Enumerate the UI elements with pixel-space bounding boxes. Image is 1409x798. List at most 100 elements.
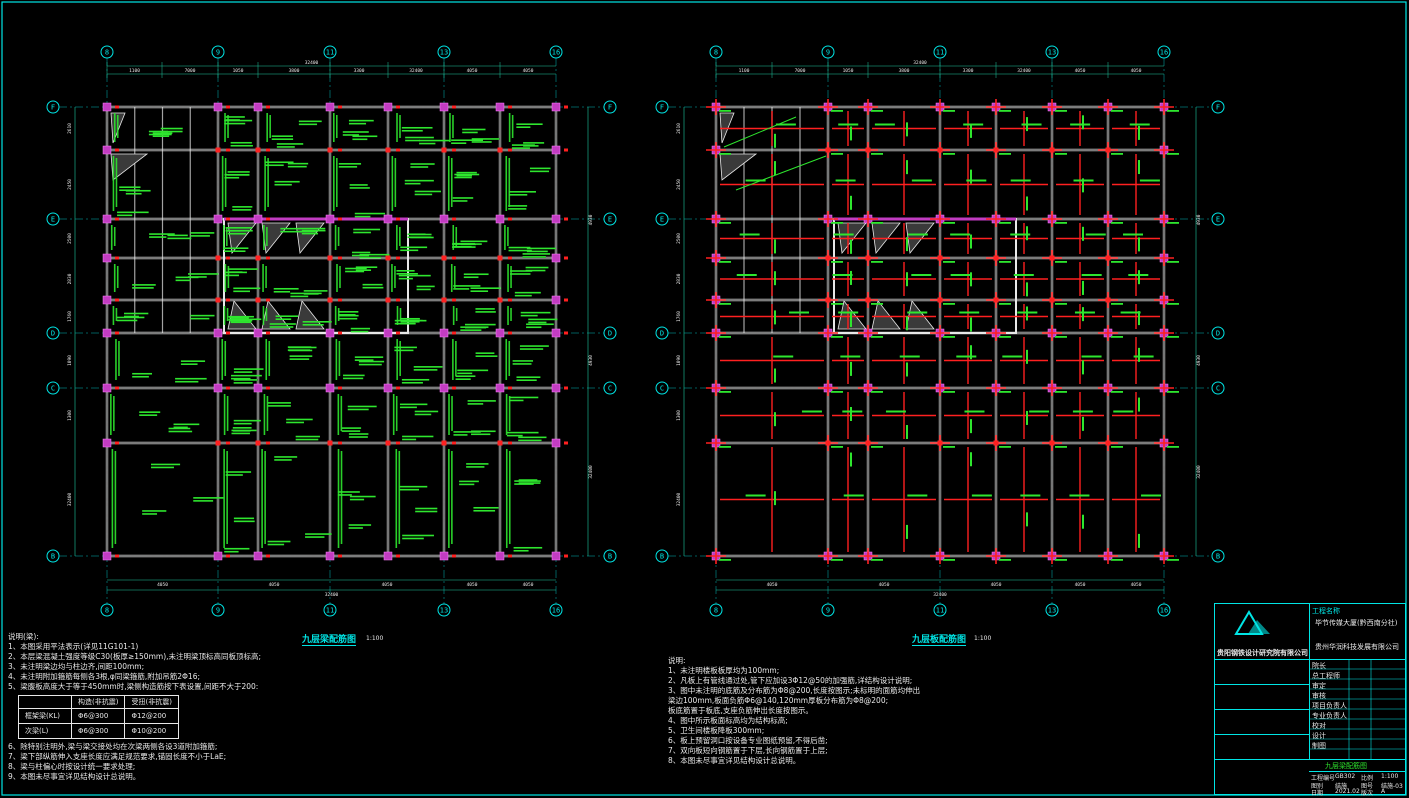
beam-annotation: [525, 269, 546, 272]
support-mark: [452, 386, 456, 390]
rebar-tag: [745, 179, 766, 182]
rebar-tag: [774, 310, 776, 325]
axis-label: B: [660, 553, 664, 561]
meta-area: 工程编号 GB302 比例 1:100 图别 结施 图号 结施-03 日期 20…: [1309, 771, 1405, 797]
note-line: 梁边100mm,板面负筋Φ6@140,120mm厚板分布筋为Φ8@200;: [668, 696, 889, 705]
beam-annotation: [345, 270, 365, 273]
support-mark: [226, 386, 230, 390]
beam-annotation: [514, 291, 541, 294]
beam-annotation: [508, 191, 536, 193]
project-area: 工程名称 毕节传媒大厦(黔西南分社) 贵州华润科技发展有限公司: [1309, 604, 1405, 660]
dimension-text: 3300: [354, 68, 365, 74]
column-small: [441, 255, 447, 261]
axis-label: 11: [326, 49, 334, 57]
rebar-tag: [907, 233, 928, 236]
rebar-tag: [831, 110, 843, 112]
beam-annotation: [233, 382, 253, 384]
beam-annotation: [338, 311, 359, 313]
beam-annotation: [513, 549, 529, 552]
support-mark: [338, 331, 342, 335]
column-small: [255, 255, 261, 261]
beam-annotation: [148, 130, 168, 133]
beam-annotation: [274, 459, 292, 461]
beam-annotation: [508, 205, 528, 207]
rebar-tag: [943, 153, 955, 155]
beam-annotation: [352, 135, 378, 138]
support-mark: [338, 386, 342, 390]
beam-annotation-vertical: [223, 306, 226, 325]
beam-annotation-vertical: [510, 266, 512, 288]
column-small: [327, 440, 333, 446]
beam-annotation: [394, 346, 417, 349]
right-plan-scale: 1:100: [974, 635, 992, 642]
support-mark: [396, 298, 400, 302]
dimension-text: 32400: [1196, 465, 1202, 479]
beam-annotation: [132, 284, 156, 286]
support-mark: [338, 256, 342, 260]
column: [102, 102, 112, 112]
rebar-tag: [1167, 153, 1179, 155]
beam-annotation: [456, 171, 477, 174]
beam-annotation: [414, 410, 439, 413]
support-mark: [564, 386, 568, 390]
beam-annotation: [506, 431, 539, 434]
beam-annotation: [354, 212, 386, 215]
beam-annotation-vertical: [265, 308, 268, 321]
beam-annotation: [513, 546, 543, 549]
rebar-tag: [970, 123, 972, 138]
dimension-text: 3800: [289, 68, 300, 74]
column: [383, 102, 393, 112]
stair-shaft: [261, 300, 291, 330]
beam-annotation-vertical: [511, 115, 514, 138]
beam-annotation: [233, 422, 252, 425]
rebar-tag: [1167, 261, 1179, 263]
beam-annotation: [414, 193, 433, 196]
column: [495, 551, 505, 561]
rebar-tag: [850, 195, 852, 210]
rebar-tag: [906, 425, 908, 440]
beam-annotation: [349, 495, 376, 498]
beam-annotation-vertical: [337, 308, 340, 321]
rebar-tag: [999, 559, 1011, 561]
support-mark: [508, 256, 512, 260]
beam-annotation: [362, 286, 384, 289]
column: [383, 328, 393, 338]
beam-annotation: [231, 377, 251, 380]
beam-annotation: [303, 290, 328, 292]
beam-annotation: [419, 142, 436, 145]
column: [102, 551, 112, 561]
column: [551, 438, 561, 448]
rebar-tag: [906, 237, 908, 252]
beam-annotation: [225, 474, 243, 476]
table-cell: Φ6@300: [70, 708, 126, 724]
beam-annotation: [473, 506, 499, 509]
rebar-tag: [774, 412, 776, 427]
beam-annotation-vertical: [447, 156, 450, 211]
column: [439, 383, 449, 393]
beam-annotation: [463, 276, 479, 279]
support-mark: [226, 441, 230, 445]
support-mark: [338, 554, 342, 558]
meta-label: 图号: [1361, 783, 1374, 790]
rebar-tag: [970, 234, 972, 249]
table-cell: Φ6@300: [70, 723, 126, 739]
axis-label: 11: [936, 607, 944, 615]
beam-annotation: [227, 171, 250, 173]
beam-annotation: [467, 400, 496, 402]
rebar-tag: [970, 317, 972, 332]
beam-annotation: [512, 360, 534, 362]
beam-annotation: [358, 360, 385, 363]
beam-annotation: [230, 321, 252, 324]
rebar-tag: [850, 452, 852, 467]
beam-annotation: [150, 466, 174, 469]
beam-annotation-vertical: [508, 451, 511, 544]
note-line: 3、图中未注明的底筋及分布筋为Φ8@200,长度按图示;未标明的面筋均伸出: [668, 686, 921, 695]
dimension-text: 4930: [588, 355, 594, 366]
beam-annotation: [232, 427, 252, 429]
dimension-text: 2830: [676, 273, 682, 284]
beam-annotation: [273, 287, 299, 290]
dimension-text: 4050: [1075, 68, 1086, 74]
rebar-tag: [906, 160, 908, 175]
beam-annotation: [518, 479, 538, 481]
